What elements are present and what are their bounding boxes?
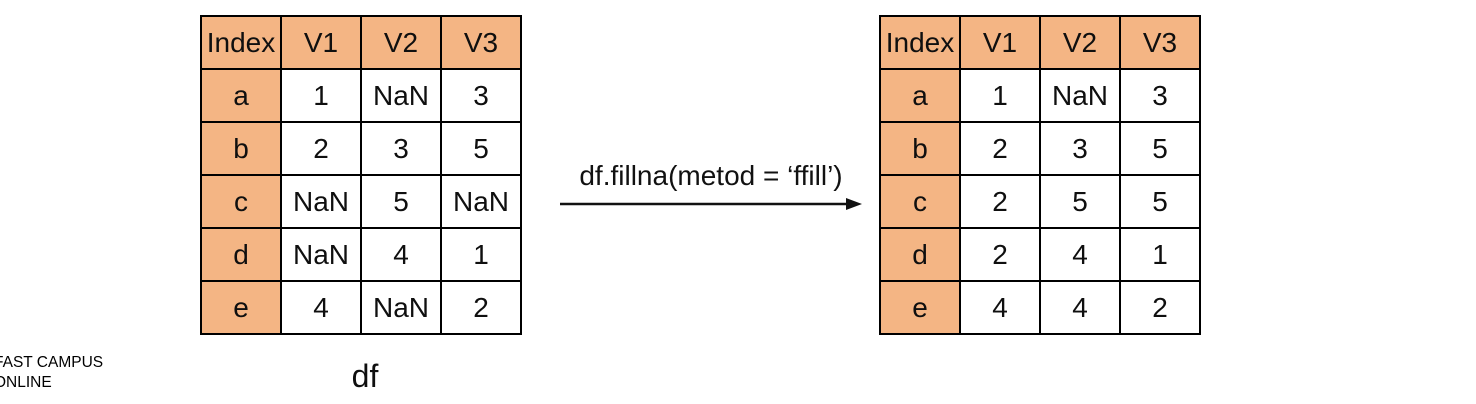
table-cell: 3 xyxy=(1119,68,1201,123)
table-cell: NaN xyxy=(1039,68,1121,123)
table-cell: 3 xyxy=(1039,121,1121,176)
table-cell: 2 xyxy=(959,121,1041,176)
column-header: V1 xyxy=(280,15,362,70)
table-cell: 5 xyxy=(1119,174,1201,229)
row-index: b xyxy=(200,121,282,176)
table-cell: 1 xyxy=(1119,227,1201,282)
table-cell: 2 xyxy=(959,174,1041,229)
column-header: V2 xyxy=(360,15,442,70)
table-cell: 2 xyxy=(440,280,522,335)
table-cell: NaN xyxy=(280,174,362,229)
row-index: d xyxy=(200,227,282,282)
table-cell: 1 xyxy=(440,227,522,282)
column-header: V3 xyxy=(1119,15,1201,70)
table-cell: 4 xyxy=(1039,280,1121,335)
table-cell: 3 xyxy=(360,121,442,176)
table-cell: 4 xyxy=(959,280,1041,335)
table-cell: NaN xyxy=(360,280,442,335)
watermark: FAST CAMPUS ONLINE xyxy=(0,353,103,393)
column-header: V1 xyxy=(959,15,1041,70)
row-index: e xyxy=(200,280,282,335)
row-index: a xyxy=(200,68,282,123)
row-index: d xyxy=(879,227,961,282)
table-cell: 5 xyxy=(360,174,442,229)
table-cell: 5 xyxy=(1119,121,1201,176)
table-cell: NaN xyxy=(280,227,362,282)
right-arrow-icon xyxy=(560,198,862,210)
column-header: V2 xyxy=(1039,15,1121,70)
row-index: c xyxy=(879,174,961,229)
table-cell: 4 xyxy=(1039,227,1121,282)
table-cell: 1 xyxy=(280,68,362,123)
column-header: Index xyxy=(879,15,961,70)
table-cell: 2 xyxy=(280,121,362,176)
column-header: Index xyxy=(200,15,282,70)
table-cell: NaN xyxy=(440,174,522,229)
watermark-line2: ONLINE xyxy=(0,374,52,391)
column-header: V3 xyxy=(440,15,522,70)
row-index: b xyxy=(879,121,961,176)
row-index: a xyxy=(879,68,961,123)
table-cell: 4 xyxy=(360,227,442,282)
fillna-code-label: df.fillna(metod = ‘ffill’) xyxy=(579,160,843,191)
table-caption-df: df xyxy=(351,358,379,394)
table-cell: NaN xyxy=(360,68,442,123)
watermark-line1: FAST CAMPUS xyxy=(0,354,104,371)
table-cell: 2 xyxy=(959,227,1041,282)
table-cell: 5 xyxy=(1039,174,1121,229)
table-cell: 2 xyxy=(1119,280,1201,335)
fillna-transform: df.fillna(metod = ‘ffill’) xyxy=(558,160,864,212)
table-cell: 4 xyxy=(280,280,362,335)
table-cell: 5 xyxy=(440,121,522,176)
row-index: e xyxy=(879,280,961,335)
table-cell: 3 xyxy=(440,68,522,123)
table-cell: 1 xyxy=(959,68,1041,123)
row-index: c xyxy=(200,174,282,229)
